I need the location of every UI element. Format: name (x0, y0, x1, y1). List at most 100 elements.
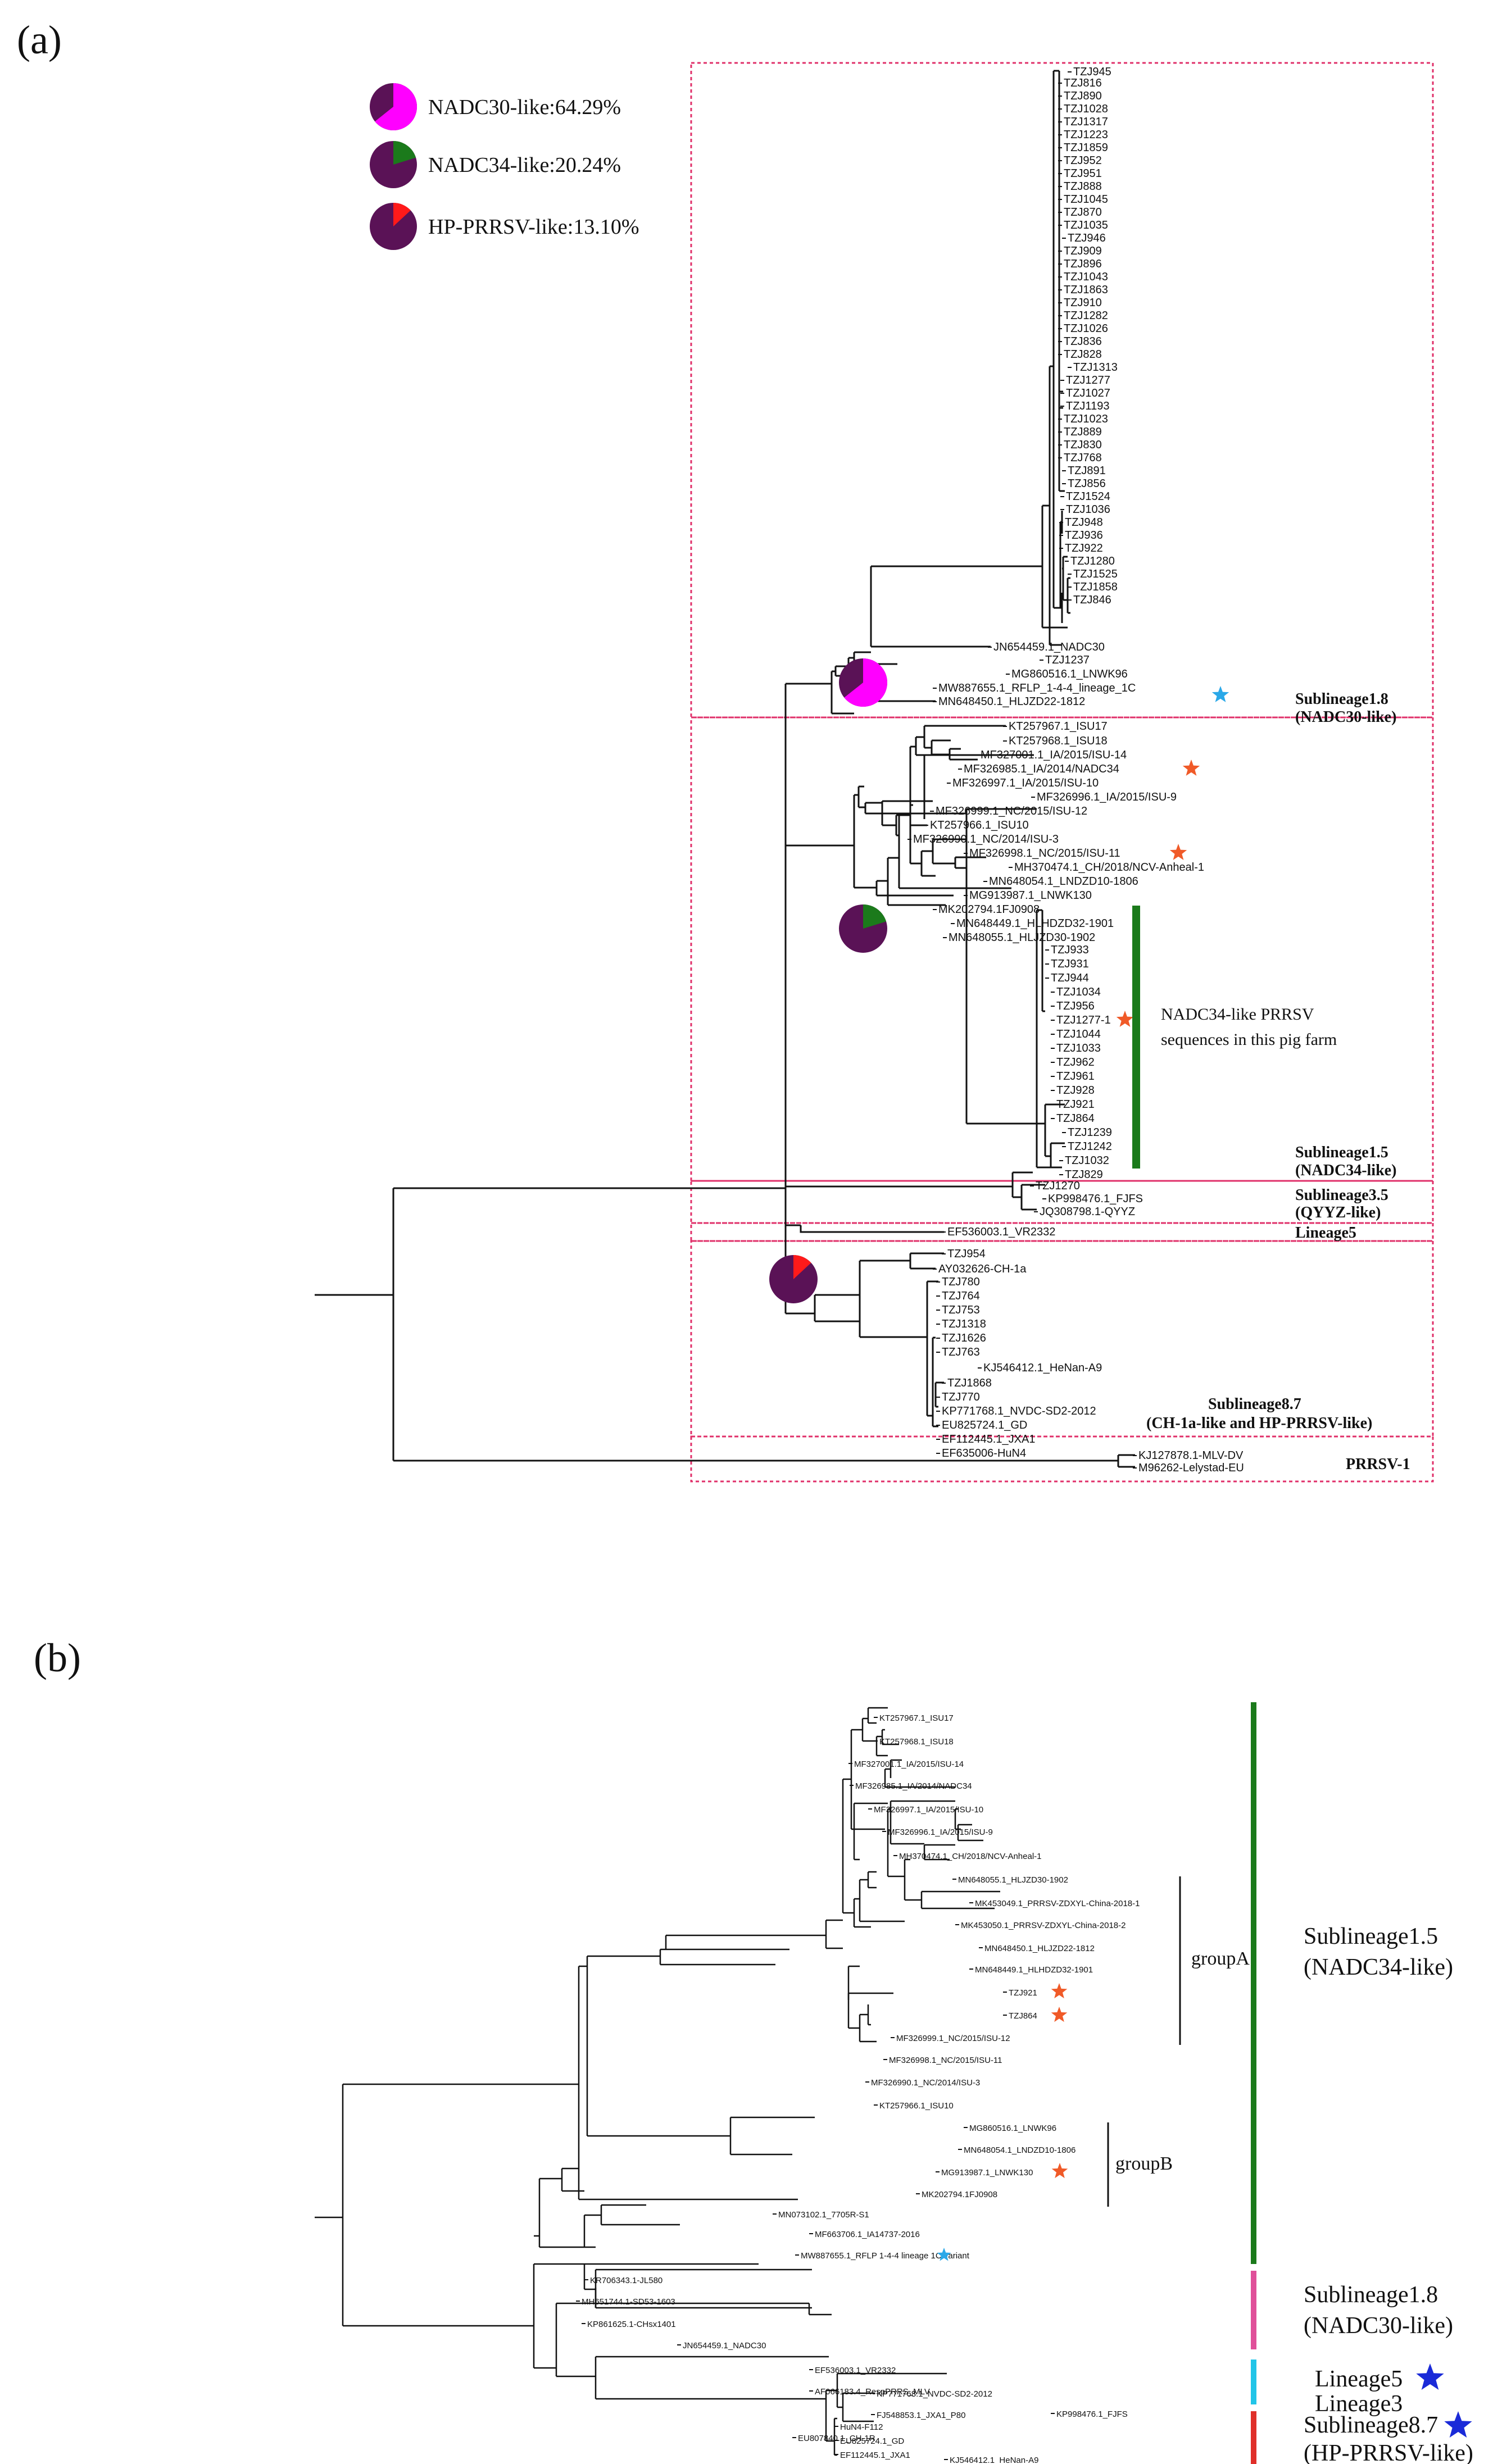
leaf-label: MF326997.1_IA/2015/ISU-10 (874, 1805, 983, 1815)
tree-a-leaf-ticks (907, 71, 1137, 1469)
leaf-label: TZJ951 (1064, 167, 1102, 180)
leaf-label: TZJ944 (1051, 972, 1089, 984)
leaf-label: EF635006-HuN4 (942, 1447, 1026, 1460)
tree-b-leaves: KT257967.1_ISU17 KT257968.1_ISU18 MF3270… (582, 1713, 1140, 2464)
leaf-label: KP998476.1_FJFS (1048, 1193, 1143, 1205)
leaf-label: TZJ1318 (942, 1318, 986, 1330)
leaf-label: TZJ896 (1064, 258, 1102, 270)
group-title: Sublineage3.5 (1295, 1186, 1388, 1204)
leaf-label: TZJ891 (1068, 465, 1106, 477)
legend: NADC30-like:64.29% NADC34-like:20.24% HP… (370, 83, 639, 250)
group-title: (CH-1a-like and HP-PRRSV-like) (1146, 1415, 1372, 1432)
legend-pie-nadc34 (370, 141, 417, 188)
group-title: (NADC30-like) (1295, 708, 1396, 726)
group-brackets-b (1107, 1876, 1181, 2207)
leaf-label: MG913987.1_LNWK130 (969, 889, 1092, 902)
leaf-label: TZJ1027 (1066, 387, 1110, 399)
star-icon (1211, 686, 1229, 702)
star-icon (937, 2248, 951, 2261)
leaf-label: TZJ816 (1064, 77, 1102, 89)
leaf-label: MH370474.1_CH/2018/NCV-Anheal-1 (899, 1852, 1041, 1861)
leaf-label: TZJ948 (1065, 516, 1103, 529)
leaf-label: TZJ931 (1051, 958, 1089, 970)
leaf-label: MF326996.1_IA/2015/ISU-9 (1037, 791, 1177, 803)
leaf-label: TZJ1859 (1064, 142, 1108, 154)
group-title: Sublineage8.7 (1208, 1395, 1301, 1413)
leaf-label: TZJ829 (1065, 1169, 1103, 1181)
side-label: Lineage3 (1315, 2391, 1403, 2417)
leaf-label: MF326990.1_NC/2014/ISU-3 (871, 2078, 980, 2088)
group-title: (NADC34-like) (1295, 1162, 1396, 1179)
box-lineage-5 (690, 1222, 1434, 1242)
leaf-label: AF066183.4_RespPRRS_MLV (815, 2387, 930, 2397)
leaf-label: TZJ956 (1056, 1000, 1095, 1012)
leaf-label: TZJ928 (1056, 1084, 1095, 1097)
leaf-label: MN648449.1_HLHDZD32-1901 (975, 1965, 1093, 1975)
side-label: (NADC30-like) (1304, 2313, 1453, 2339)
node-pie-nadc34 (839, 904, 887, 953)
tree-b-leaf-ticks (576, 1717, 1055, 2460)
leaf-label: MF326999.1_NC/2015/ISU-12 (896, 2034, 1010, 2043)
bar-sublineage-1-5 (1251, 1702, 1256, 2264)
leaf-label: EF536003.1_VR2332 (947, 1226, 1055, 1238)
leaf-label: EF112445.1_JXA1 (942, 1433, 1035, 1445)
panel-b-label: (b) (34, 1635, 81, 1680)
leaf-label: MF326999.1_NC/2015/ISU-12 (936, 805, 1087, 817)
leaf-label: MN648450.1_HLJZD22-1812 (938, 695, 1085, 708)
leaf-label: MN648055.1_HLJZD30-1902 (958, 1875, 1068, 1885)
star-icon (1182, 760, 1200, 776)
leaf-label: MF326985.1_IA/2014/NADC34 (964, 763, 1119, 775)
group-title: Lineage5 (1295, 1224, 1356, 1242)
leaf-label: KT257967.1_ISU17 (1009, 720, 1108, 733)
leaf-label: TZJ1524 (1066, 490, 1110, 503)
side-label: (NADC34-like) (1304, 1954, 1453, 1980)
leaf-label: TZJ1034 (1056, 986, 1101, 998)
box-prrsv-1 (690, 1435, 1434, 1483)
group-title: (QYYZ-like) (1295, 1204, 1381, 1221)
leaf-label: TZJ870 (1064, 206, 1102, 219)
leaf-label: TZJ909 (1064, 245, 1102, 257)
leaf-label: TZJ921 (1009, 1988, 1037, 1998)
leaf-label: KT257967.1_ISU17 (879, 1713, 954, 1723)
tree-a-markers (1116, 686, 1229, 1027)
leaf-label: TZJ1313 (1073, 361, 1118, 374)
leaf-label: MK453050.1_PRRSV-ZDXYL-China-2018-2 (961, 1921, 1126, 1930)
groupB-label: groupB (1115, 2153, 1173, 2174)
group-title: Sublineage1.5 (1295, 1144, 1388, 1161)
star-icon (1116, 1011, 1134, 1027)
leaf-label: TZJ1026 (1064, 322, 1108, 335)
leaf-label: EF112445.1_JXA1 (840, 2451, 910, 2460)
star-icon (1444, 2411, 1472, 2438)
group-title: PRRSV-1 (1346, 1456, 1410, 1473)
leaf-label: TZJ954 (947, 1248, 986, 1260)
leaf-label: MG913987.1_LNWK130 (941, 2168, 1033, 2177)
tree-b-markers (937, 1983, 1472, 2438)
leaf-label: TZJ763 (942, 1346, 980, 1358)
leaf-label: TZJ780 (942, 1276, 980, 1288)
leaf-label: M96262-Lelystad-EU (1138, 1462, 1244, 1474)
bar-lineage-5 (1251, 2360, 1256, 2404)
leaf-label: TZJ1193 (1066, 400, 1109, 412)
leaf-label: TZJ888 (1064, 180, 1102, 193)
leaf-label: TZJ936 (1065, 529, 1103, 542)
side-label: Sublineage1.5 (1304, 1924, 1438, 1949)
leaf-label: EU825724.1_GD (840, 2436, 904, 2446)
leaf-label: TZJ962 (1056, 1056, 1095, 1069)
leaf-label: TZJ922 (1065, 542, 1103, 554)
star-icon (1051, 2163, 1068, 2179)
leaf-label: TZJ910 (1064, 297, 1102, 309)
leaf-label: TZJ1277 (1066, 374, 1110, 387)
side-label: Sublineage8.7 (1304, 2412, 1438, 2438)
leaf-label: TZJ864 (1009, 2011, 1037, 2021)
leaf-label: TZJ889 (1064, 426, 1102, 438)
legend-pie-nadc30 (370, 83, 418, 130)
star-icon (1051, 1983, 1068, 1999)
leaf-label: EU807840.1_CH-1R (798, 2434, 875, 2443)
leaf-label: MN648449.1_HLHDZD32-1901 (956, 917, 1114, 930)
leaf-label: TZJ1023 (1064, 413, 1108, 425)
leaf-label: MF326998.1_NC/2015/ISU-11 (969, 847, 1120, 860)
farm-cluster-bar (1132, 906, 1140, 1169)
leaf-label: TZJ1868 (947, 1377, 992, 1389)
leaf-label: TZJ890 (1064, 90, 1102, 102)
